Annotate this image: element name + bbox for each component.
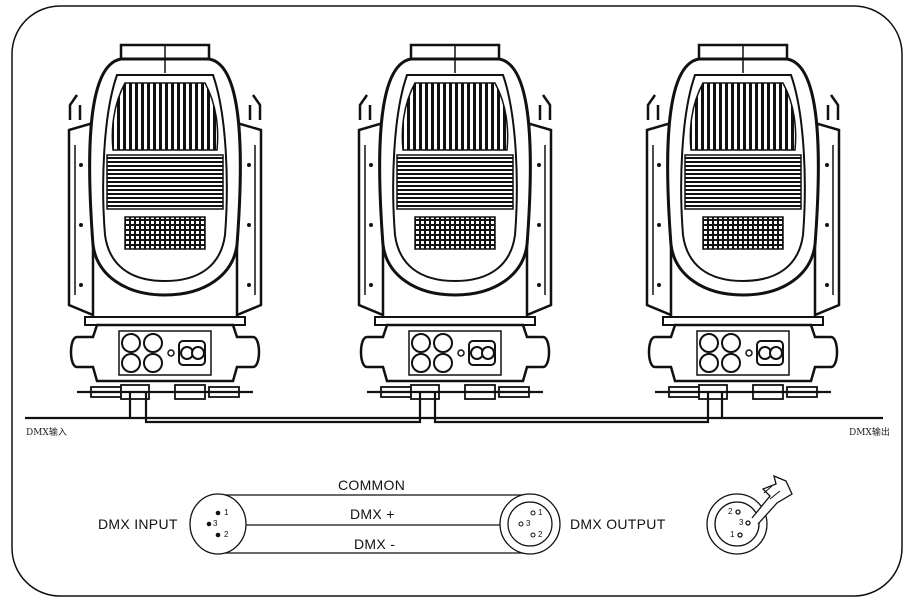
- dmx-in-bus-label: DMX输入: [26, 428, 67, 438]
- input-pin-3: 3: [213, 519, 218, 528]
- dmx-input-label: DMX INPUT: [98, 516, 178, 532]
- dmx-minus-label: DMX -: [354, 536, 396, 552]
- input-pin-2: 2: [224, 530, 229, 539]
- xlr-plug-icon: [706, 474, 793, 555]
- plug-pin-2: 2: [728, 507, 733, 516]
- plug-pin-1: 1: [730, 530, 735, 539]
- plug-pin-3: 3: [739, 518, 744, 527]
- dmx-bus-wiring: [25, 392, 883, 424]
- output-pin-2: 2: [538, 530, 543, 539]
- dmx-plus-label: DMX +: [350, 506, 395, 522]
- output-pin-3: 3: [526, 519, 531, 528]
- dmx-out-bus-label: DMX输出: [849, 428, 890, 438]
- fixture-2: [357, 43, 553, 401]
- dmx-output-label: DMX OUTPUT: [570, 516, 666, 532]
- output-pin-1: 1: [538, 508, 543, 517]
- common-label: COMMON: [338, 477, 406, 493]
- fixture-3: [645, 43, 841, 401]
- input-pin-1: 1: [224, 508, 229, 517]
- input-connector: [189, 493, 247, 555]
- outer-frame: [11, 5, 903, 597]
- dmx-cable-diagram: [189, 493, 561, 555]
- fixture-1: [67, 43, 263, 401]
